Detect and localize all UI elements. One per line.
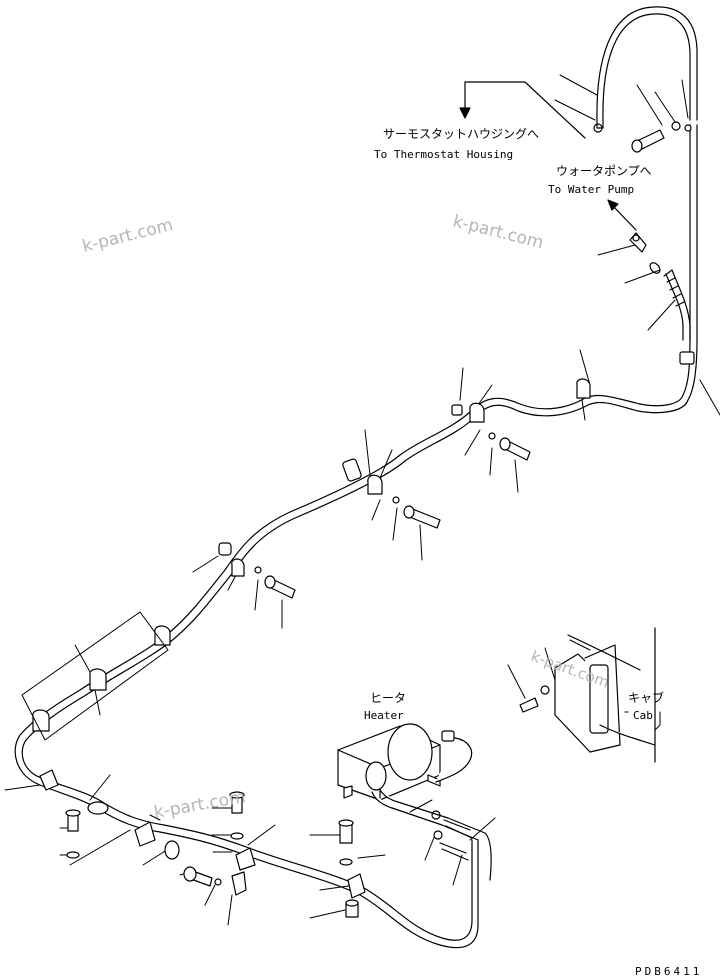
label-heater-jp: ヒータ [370,691,406,705]
drawing-code: PDB6411 [635,965,702,978]
label-thermostat-en: To Thermostat Housing [374,148,513,161]
watermark-2: k-part.com [451,211,546,253]
clamp-plate [21,611,169,741]
label-waterpump-en: To Water Pump [548,183,634,196]
cab-bracket [519,627,656,763]
heater-unit [337,723,473,809]
watermark-1: k-part.com [80,215,175,257]
fitting-water-pump [629,232,661,274]
label-heater-en: Heater [364,709,404,722]
label-cab-jp: キャブ [628,690,664,705]
pipe-clamps [32,351,695,899]
arrow-to-water-pump [607,199,637,231]
bolts-washers [65,121,692,918]
label-thermostat-jp: サーモスタットハウジングへ [383,127,539,141]
leader-lines [4,74,720,926]
heater-outlet-hoses [391,801,492,881]
top-hose-loop [596,6,698,129]
label-waterpump-jp: ウォータポンプへ [556,164,652,178]
water-pump-hose [663,269,691,341]
arrow-to-thermostat [459,81,603,139]
label-cab-en: Cab [633,709,653,722]
watermark-3: k-part.com [152,787,247,823]
